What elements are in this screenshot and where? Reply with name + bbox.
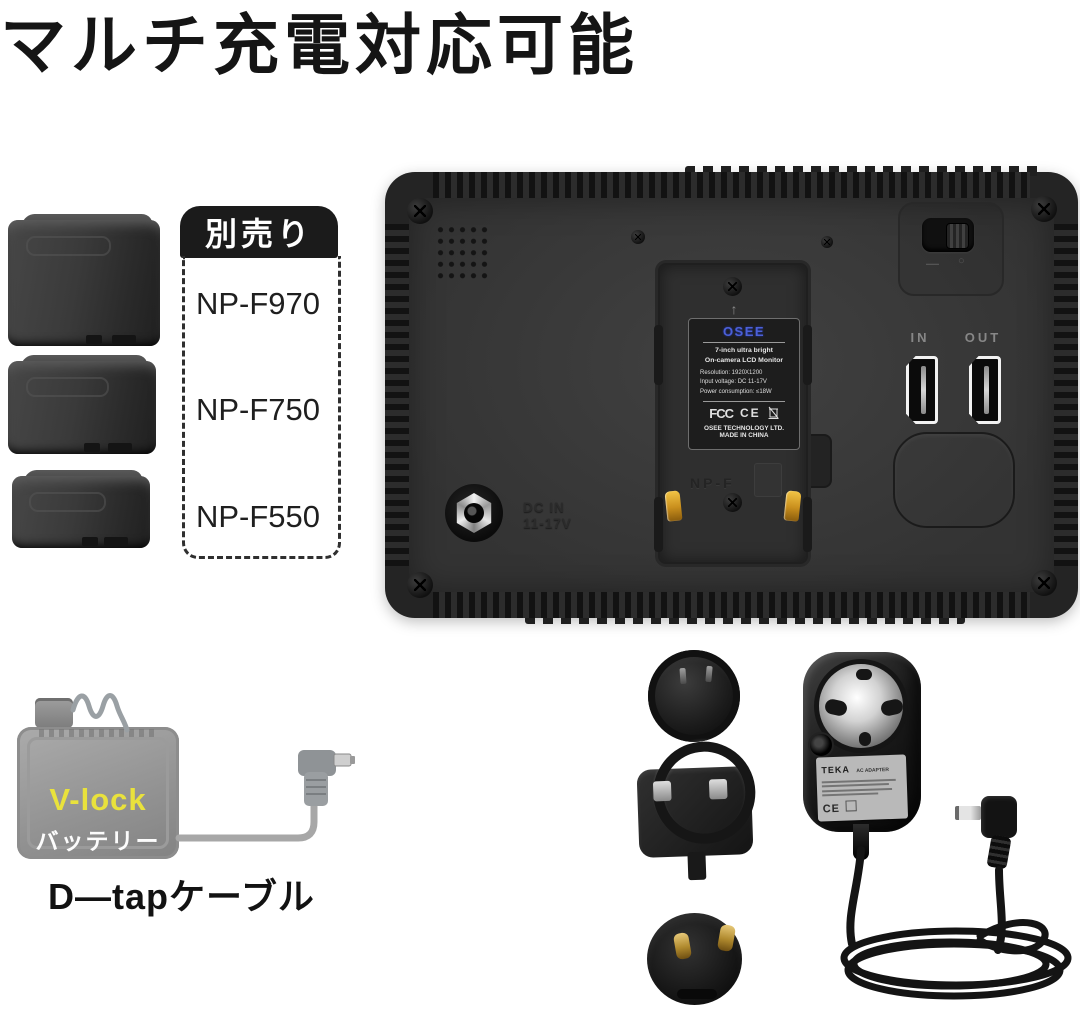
hdmi-in-port[interactable] — [906, 356, 938, 424]
corner-screw-icon — [407, 198, 433, 224]
lower-recess — [893, 432, 1015, 528]
battery-terminal — [103, 537, 128, 546]
dc-barrel-plug — [981, 796, 1017, 838]
vent-ribs-right — [1050, 224, 1078, 566]
battery-body — [12, 476, 150, 548]
brand-logo: OSEE — [722, 324, 766, 339]
dc-jack-nut — [456, 493, 492, 533]
page-title: マルチ充電対応可能 — [0, 8, 639, 82]
vlock-battery-image — [17, 727, 179, 859]
battery-option-np-f550: NP-F550 — [195, 499, 321, 534]
company-line: OSEE TECHNOLOGY LTD. — [703, 424, 784, 432]
dc-in-label-line1: DC IN — [523, 500, 565, 515]
np-f-emboss: NP-F — [690, 475, 735, 491]
switch-on-mark: ○ — [958, 255, 965, 267]
power-switch[interactable] — [922, 218, 974, 252]
vlock-assembly: V-lock バッテリー — [10, 688, 370, 923]
vlock-battery-panel — [27, 737, 169, 849]
adapter-cable-coil — [840, 846, 1072, 1000]
power-switch-recess: — ○ — [898, 202, 1004, 296]
battery-body — [8, 361, 156, 454]
dtap-cable-and-plug — [70, 693, 355, 842]
vent-ribs-top — [433, 172, 1030, 200]
spec-resolution: Resolution: 1920X1200 — [700, 370, 763, 377]
switch-off-mark: — — [926, 256, 939, 271]
bottom-serration — [525, 614, 965, 624]
dtap-cable-caption: D—tapケーブル — [48, 876, 315, 917]
plate-screw-icon — [723, 493, 742, 512]
dc-in-jack[interactable] — [445, 484, 503, 542]
vlock-subtitle: バッテリー — [35, 828, 161, 854]
power-adapter-assembly: TEKA AC ADAPTER CE — [600, 640, 1080, 1012]
dc-in-label: DC IN 11-17V — [523, 500, 572, 532]
sold-separately-header: 別売り — [180, 206, 338, 258]
up-arrow-icon: ↑ — [730, 301, 738, 317]
spec-power: Power consumption: ≤18W — [700, 388, 772, 395]
battery-np-f750-image — [8, 355, 156, 454]
top-serration — [685, 166, 1045, 176]
mount-rail — [803, 325, 812, 385]
battery-option-np-f750: NP-F750 — [195, 392, 321, 427]
label-divider — [703, 342, 785, 343]
emboss-detail — [754, 463, 782, 497]
ac-adapter-image: TEKA AC ADAPTER CE — [803, 652, 921, 860]
label-divider — [703, 400, 785, 402]
battery-terminal — [111, 335, 136, 344]
corner-screw-icon — [407, 572, 433, 598]
certification-row: FCC CE — [693, 406, 795, 421]
spec-label: OSEE 7-inch ultra bright On-camera LCD M… — [688, 318, 800, 450]
us-plug-adapter — [648, 650, 740, 742]
socket-notch — [859, 732, 871, 746]
mount-rail — [803, 497, 812, 552]
product-line2: On-camera LCD Monitor — [704, 356, 784, 364]
battery-terminal — [81, 537, 98, 546]
battery-option-np-f970: NP-F970 — [195, 286, 321, 321]
battery-np-f550-image — [12, 470, 150, 548]
sold-separately-box — [182, 256, 341, 559]
mount-rail — [654, 497, 663, 552]
battery-contact-pin — [783, 490, 802, 522]
small-screw-icon — [631, 230, 645, 244]
battery-terminal — [108, 443, 133, 452]
battery-groove — [25, 377, 109, 397]
vlock-title: V-lock — [49, 782, 147, 817]
hdmi-in-label: IN — [910, 330, 930, 345]
vent-ribs-bottom — [433, 590, 1030, 618]
spec-voltage: Input voltage: DC 11-17V — [700, 379, 767, 386]
socket-notch — [856, 669, 872, 680]
small-screw-icon — [821, 236, 833, 248]
weee-bin-icon — [768, 407, 779, 420]
origin-line: MADE IN CHINA — [719, 431, 769, 439]
vent-ribs-left — [385, 224, 413, 566]
battery-terminal — [86, 335, 103, 344]
battery-groove — [28, 492, 106, 512]
corner-screw-icon — [1031, 196, 1057, 222]
corner-screw-icon — [1031, 570, 1057, 596]
battery-np-f970-image — [8, 214, 160, 346]
battery-mount-plate: ↑ OSEE 7-inch ultra bright On-camera LCD… — [654, 263, 812, 564]
battery-groove — [26, 236, 112, 256]
battery-terminal — [83, 443, 100, 452]
ce-mark: CE — [740, 406, 761, 421]
hdmi-out-port[interactable] — [969, 356, 1001, 424]
plate-screw-icon — [723, 277, 742, 296]
monitor-back-panel: — ○ IN OUT DC IN 11-17V ↑ OSEE — [385, 166, 1078, 624]
mount-rail — [654, 325, 663, 385]
hdmi-out-label: OUT — [964, 330, 1002, 345]
product-line1: 7-inch ultra bright — [715, 347, 773, 354]
eu-plug-adapter — [647, 913, 742, 1005]
dc-in-label-line2: 11-17V — [523, 516, 572, 532]
battery-contact-pin — [664, 490, 683, 522]
speaker-grille — [435, 224, 489, 282]
power-switch-knob[interactable] — [946, 223, 969, 249]
fcc-mark: FCC — [709, 405, 734, 421]
d-tap-connector — [35, 698, 73, 728]
dc-barrel-tip — [955, 806, 981, 820]
